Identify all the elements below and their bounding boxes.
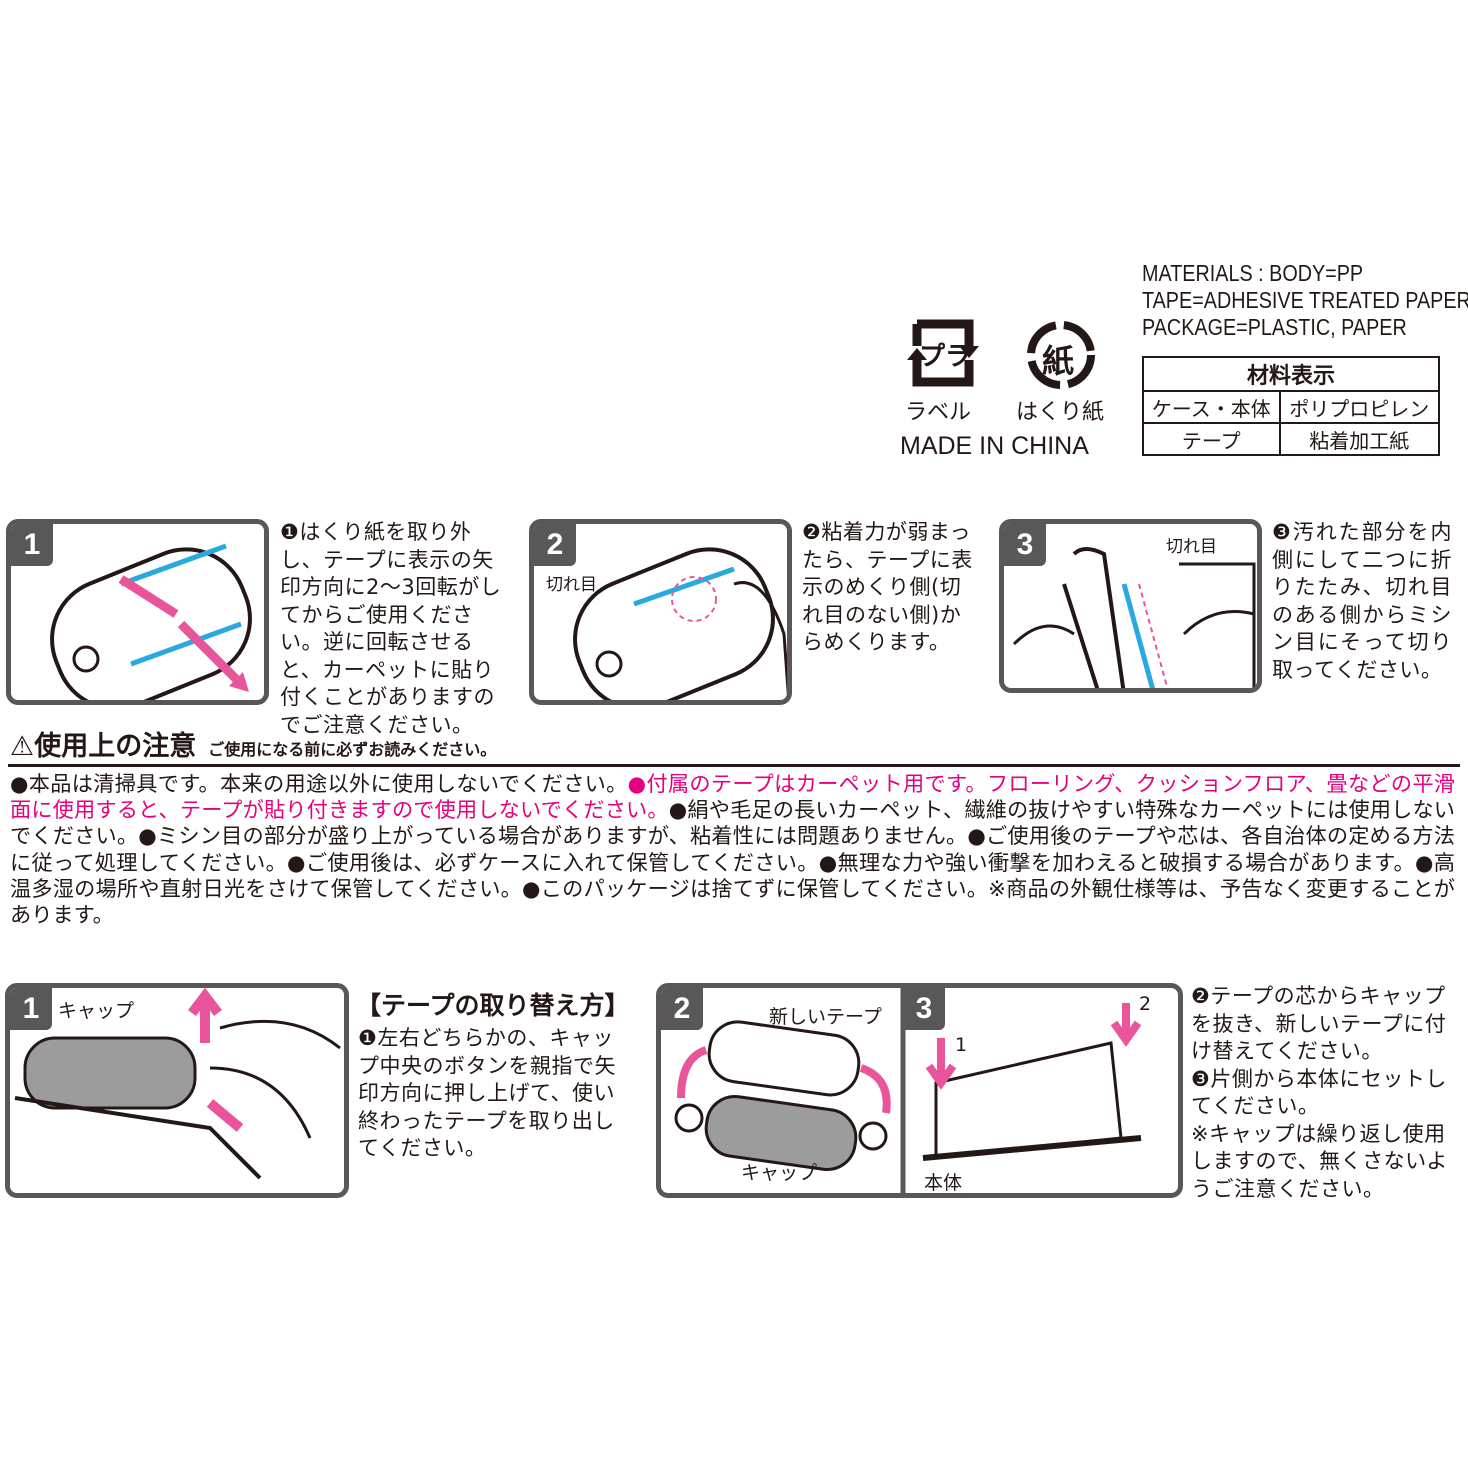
caution-text-highlight: ●付属のテープはカーペット用です。フローリング、クッションフロア、畳などの平滑面… (10, 771, 1455, 823)
step-number: 3 (1004, 524, 1046, 566)
paper-recycle-icon: 紙 (1022, 318, 1100, 392)
plastic-mark-text: プラ (919, 342, 972, 372)
table-cell: ポリプロピレン (1278, 390, 1441, 424)
usage-step-1-text: ❶はくり紙を取り外し、テープに表示の矢印方向に2〜3回転がしてからご使用ください… (280, 520, 502, 737)
caution-text: ●本品は清掃具です。本来の用途以外に使用しないでください。 (10, 771, 628, 796)
arrow-number: 2 (1139, 993, 1152, 1015)
materials-line: TAPE=ADHESIVE TREATED PAPER (1142, 287, 1468, 313)
usage-step-2-text: ❷粘着力が弱まったら、テープに表示のめくり側(切れ目のない側)からめくります。 (802, 520, 973, 654)
plastic-recycle-icon: プラ (903, 316, 983, 390)
usage-step-3-text: ❸汚れた部分を内側にして二つに折りたたみ、切れ目のある側からミシン目にそって切り… (1272, 520, 1452, 682)
caution-text: ●絹や毛足の長いカーペット、繊維の抜けやすい特殊なカーペットには使用しないでくだ… (10, 797, 1455, 928)
replace-step-2-3-text: ❷テープの芯からキャップを抜き、新しいテープに付け替えてください。 ❸片側から本… (1191, 984, 1448, 1201)
replace-step-2-3-illustration: 2 3 新しいテープ キャップ 本体 1 2 (656, 983, 1183, 1198)
materials-table-title: 材料表示 (1142, 356, 1440, 392)
made-in-label: MADE IN CHINA (900, 432, 1089, 460)
plastic-label: ラベル (905, 400, 972, 425)
divider (8, 764, 1460, 767)
caution-heading: ⚠使用上の注意ご使用になる前に必ずお読みください。 (10, 724, 496, 763)
callout-label: 切れ目 (1166, 537, 1217, 557)
replace-step-1-text: ❶左右どちらかの、キャップ中央のボタンを親指で矢印方向に押し上げて、使い終わった… (358, 1026, 616, 1160)
caution-body: ●本品は清掃具です。本来の用途以外に使用しないでください。●付属のテープはカーペ… (10, 771, 1455, 928)
materials-table: 材料表示 ケース・本体ポリプロピレン テープ粘着加工紙 (1142, 356, 1441, 456)
caution-subtitle: ご使用になる前に必ずお読みください。 (208, 740, 497, 759)
arrow-number: 1 (955, 1034, 968, 1056)
replace-step-1-illustration: 1 キャップ (5, 983, 349, 1198)
usage-step-1-illustration: 1 (6, 519, 269, 705)
materials-line: PACKAGE=PLASTIC, PAPER (1142, 314, 1407, 340)
step-number: 2 (534, 524, 576, 566)
usage-step-2-illustration: 2 切れ目 (529, 519, 792, 705)
replace-heading: 【テープの取り替え方】 (356, 991, 630, 1020)
caution-title: 使用上の注意 (34, 731, 197, 762)
callout-label: 本体 (924, 1172, 963, 1194)
materials-text: MATERIALS : BODY=PP TAPE=ADHESIVE TREATE… (1142, 260, 1468, 341)
paper-mark-text: 紙 (1042, 342, 1075, 380)
warning-triangle-icon: ⚠ (10, 731, 35, 762)
step-number: 3 (903, 988, 945, 1030)
callout-label: キャップ (58, 1000, 135, 1022)
step-number: 1 (11, 524, 53, 566)
callout-label: キャップ (741, 1162, 818, 1184)
callout-label: 新しいテープ (769, 1006, 882, 1028)
table-cell: 粘着加工紙 (1278, 422, 1441, 456)
step-number: 1 (10, 988, 52, 1030)
materials-line: MATERIALS : BODY=PP (1142, 260, 1364, 286)
callout-label: 切れ目 (546, 575, 597, 595)
paper-label: はくり紙 (1016, 400, 1105, 425)
step-number: 2 (661, 988, 703, 1030)
table-cell: テープ (1142, 422, 1281, 456)
table-cell: ケース・本体 (1142, 390, 1281, 424)
usage-step-3-illustration: 3 切れ目 (999, 519, 1262, 693)
